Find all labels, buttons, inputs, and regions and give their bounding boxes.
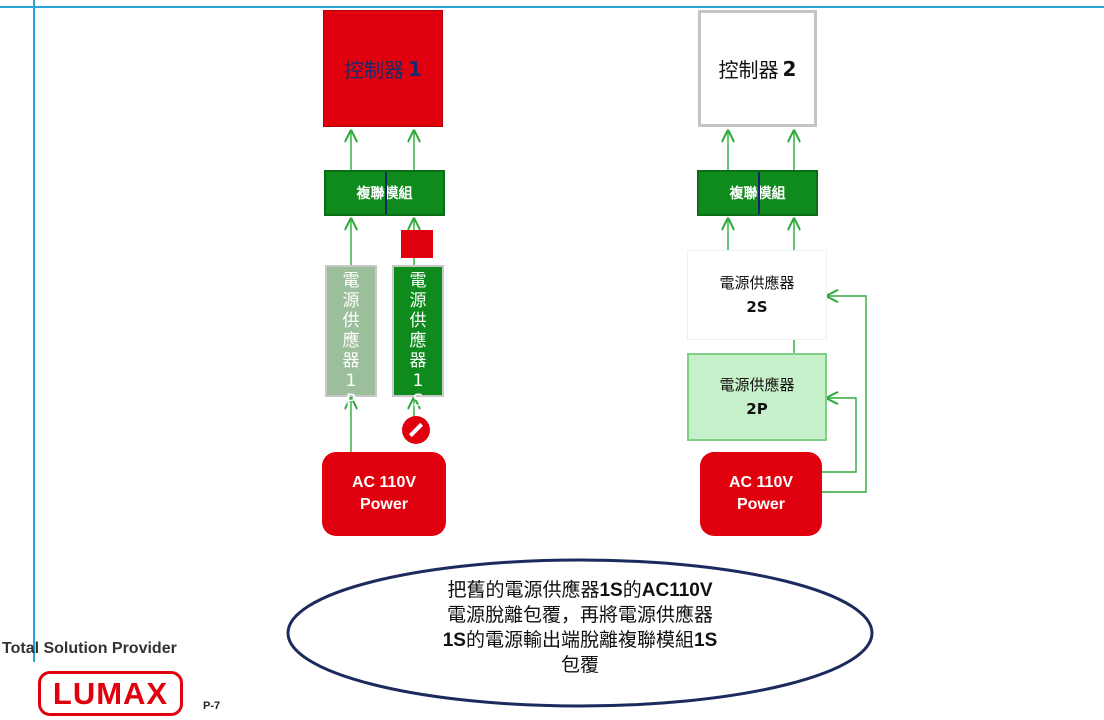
power-supply-2p: 電源供應器 2P: [687, 353, 827, 441]
callout-line-3: 1S的電源輸出端脫離複聯模組1S: [442, 629, 718, 651]
controller-2-number: 2: [782, 56, 797, 81]
ac-power-1-line1: AC 110V: [351, 474, 417, 491]
disconnect-marker-square: [401, 230, 433, 258]
power-supply-1p: 電源供應器1P: [325, 265, 377, 411]
mux-module-2: 複聯模組: [697, 170, 818, 216]
ac-power-2: AC 110V Power: [700, 452, 822, 536]
ac-power-2-line2: Power: [736, 496, 785, 513]
page-number: P-7: [203, 700, 221, 712]
ac-power-1: AC 110V Power: [322, 452, 446, 536]
callout-line-4: 包覆: [560, 654, 599, 676]
power-supply-1s-label: 電源供應器1S: [409, 271, 427, 411]
top-frame-line: [0, 6, 1104, 8]
callout-line-1: 把舊的電源供應器1S的AC110V: [447, 579, 713, 601]
power-supply-2s: 電源供應器 2S: [687, 250, 827, 340]
lumax-logo: LUMAX: [38, 671, 183, 716]
power-supply-1s: 電源供應器1S: [392, 265, 444, 411]
power-supply-2s-line2: 2S: [746, 298, 768, 316]
callout-text: 把舊的電源供應器1S的AC110V 電源脫離包覆，再將電源供應器 1S的電源輸出…: [340, 578, 820, 688]
callout-line-2: 電源脫離包覆，再將電源供應器: [446, 604, 713, 626]
power-supply-2p-line1: 電源供應器: [719, 376, 795, 394]
mux-module-1-divider: [384, 172, 387, 214]
no-entry-icon: [402, 416, 430, 444]
power-supply-2p-line2: 2P: [746, 400, 768, 418]
ac-power-2-line1: AC 110V: [728, 474, 794, 491]
mux-module-2-divider: [757, 172, 760, 214]
left-frame-line: [33, 0, 35, 662]
footer-provider-text: Total Solution Provider: [2, 640, 177, 657]
power-supply-1p-label: 電源供應器1P: [342, 271, 360, 411]
controller-1-label: 控制器: [344, 58, 405, 82]
controller-1-number: 1: [408, 56, 422, 81]
controller-2-label: 控制器: [718, 58, 779, 82]
power-supply-2s-line1: 電源供應器: [719, 274, 795, 292]
ac-power-1-line2: Power: [359, 496, 408, 513]
mux-module-1: 複聯模組: [324, 170, 445, 216]
